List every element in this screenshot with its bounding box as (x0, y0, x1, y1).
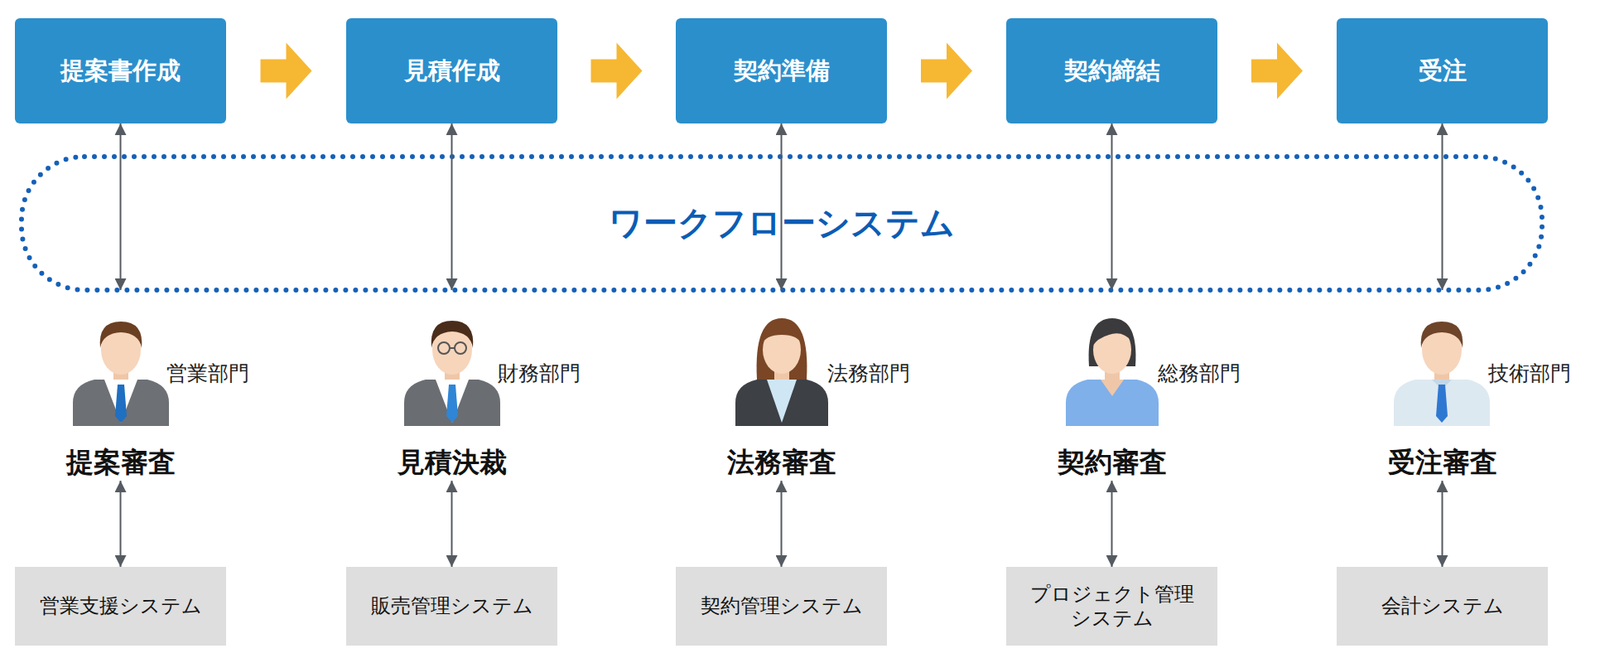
box-label: 契約準備 (733, 54, 830, 88)
process-box: 契約準備 (675, 18, 887, 124)
system-box: 営業支援システム (14, 566, 227, 646)
system-box: 販売管理システム (346, 566, 558, 646)
department-review: 総務部門契約審査 (1004, 289, 1220, 481)
flow-arrow (260, 43, 313, 100)
department-review: 財務部門見積決裁 (344, 289, 560, 481)
review-label: 契約審査 (1004, 443, 1220, 482)
box-label: 販売管理システム (362, 593, 541, 618)
link-arrow (1111, 480, 1114, 567)
review-label: 見積決裁 (344, 443, 560, 482)
person-icon (72, 321, 169, 426)
department-review: 技術部門受注審査 (1334, 289, 1551, 481)
system-box: 会計システム (1336, 566, 1548, 646)
dotted-border (21, 156, 1543, 290)
review-label: 提案審査 (13, 443, 229, 482)
department-label: 営業部門 (166, 359, 250, 387)
department-review: 法務部門法務審査 (674, 289, 890, 481)
box-label: 受注 (1418, 54, 1467, 88)
review-label: 受注審査 (1334, 443, 1551, 482)
link-arrow (120, 480, 122, 567)
link-arrow (120, 123, 122, 290)
link-arrow (1441, 123, 1444, 290)
link-arrow (451, 480, 454, 567)
link-arrow (780, 480, 783, 567)
system-box: 契約管理システム (675, 566, 887, 646)
box-label: 提案書作成 (60, 54, 181, 88)
department-label: 総務部門 (1157, 359, 1241, 387)
box-label: 営業支援システム (31, 593, 210, 618)
workflow-band: ワークフローシステム (18, 153, 1546, 294)
person-icon (1393, 321, 1490, 426)
department-label: 技術部門 (1488, 359, 1572, 387)
process-box: 提案書作成 (14, 18, 227, 124)
system-box: プロジェクト管理 システム (1006, 566, 1218, 646)
process-box: 見積作成 (346, 18, 558, 124)
box-label: プロジェクト管理 システム (1022, 582, 1201, 631)
process-box: 受注 (1336, 18, 1548, 124)
review-label: 法務審査 (674, 443, 890, 482)
person-icon (735, 318, 829, 426)
flow-arrow (920, 43, 973, 100)
box-label: 契約締結 (1064, 54, 1161, 88)
person-icon (1065, 318, 1159, 426)
department-review: 営業部門提案審査 (13, 289, 229, 481)
flow-arrow (1251, 43, 1303, 100)
system-title: ワークフローシステム (608, 200, 955, 246)
link-arrow (451, 123, 454, 290)
department-label: 法務部門 (827, 359, 911, 387)
process-box: 契約締結 (1006, 18, 1218, 124)
link-arrow (1111, 123, 1114, 290)
box-label: 見積作成 (404, 54, 501, 88)
department-label: 財務部門 (497, 359, 581, 387)
person-icon (404, 320, 501, 426)
flow-arrow (591, 43, 643, 100)
box-label: 契約管理システム (692, 593, 871, 618)
link-arrow (1441, 480, 1444, 567)
box-label: 会計システム (1353, 593, 1532, 618)
